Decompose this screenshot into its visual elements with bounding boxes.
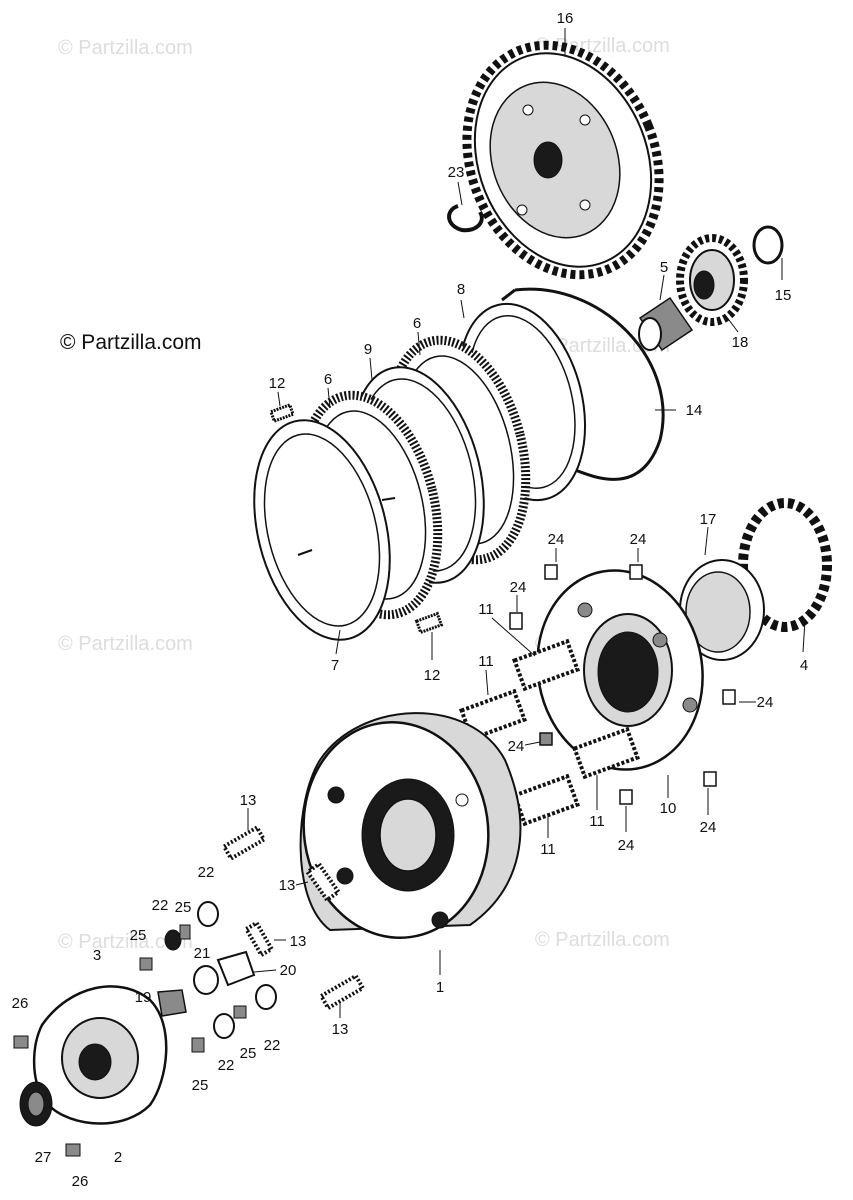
callout-24-b: 24 xyxy=(630,531,647,548)
plate-20 xyxy=(216,950,256,987)
callout-14: 14 xyxy=(686,402,703,419)
callout-6-rear: 6 xyxy=(413,315,421,332)
callout-25-d: 25 xyxy=(192,1077,209,1094)
callout-24-d: 24 xyxy=(757,694,774,711)
callout-24-a: 24 xyxy=(548,531,565,548)
callout-22-c: 22 xyxy=(264,1037,281,1054)
callout-21: 21 xyxy=(194,945,211,962)
clutch-center xyxy=(536,569,704,771)
screw-26-b xyxy=(65,1143,81,1157)
cover-plate xyxy=(32,985,168,1125)
callout-9: 9 xyxy=(364,341,372,358)
roller-6 xyxy=(619,789,633,805)
callout-13-d: 13 xyxy=(332,1021,349,1038)
callout-18: 18 xyxy=(732,334,749,351)
screw-26-a xyxy=(13,1035,29,1049)
washer-22-b xyxy=(164,929,182,951)
callout-22-d: 22 xyxy=(218,1057,235,1074)
callout-27: 27 xyxy=(35,1149,52,1166)
spring-11-a xyxy=(511,638,581,692)
callout-26-a: 26 xyxy=(12,995,29,1012)
spring-13-b xyxy=(304,861,342,903)
callout-7: 7 xyxy=(331,657,339,674)
cam-19 xyxy=(157,989,187,1017)
one-way-clutch-drum xyxy=(679,559,765,661)
drive-plate xyxy=(253,419,396,641)
callout-11-a: 11 xyxy=(478,601,494,618)
callout-12-lower: 12 xyxy=(424,667,441,684)
callout-4: 4 xyxy=(800,657,808,674)
snap-ring-end xyxy=(501,288,516,302)
callout-23: 23 xyxy=(448,164,465,181)
clutch-outer xyxy=(299,712,522,939)
screw-25-c xyxy=(233,1005,247,1019)
screw-25-d xyxy=(191,1037,205,1053)
spring-12-lower xyxy=(414,611,444,635)
callout-5: 5 xyxy=(660,259,668,276)
spring-11-d xyxy=(511,773,581,827)
callout-22-a: 22 xyxy=(198,864,215,881)
callout-10: 10 xyxy=(660,800,677,817)
callout-13-b: 13 xyxy=(279,877,296,894)
callout-2: 2 xyxy=(114,1149,122,1166)
callout-1: 1 xyxy=(436,979,444,996)
callouts: 16 23 15 5 18 8 6 9 6 12 14 7 12 24 24 2… xyxy=(12,10,809,1190)
circlip xyxy=(447,204,484,233)
callout-11-d: 11 xyxy=(540,841,556,858)
callout-25-c: 25 xyxy=(240,1045,257,1062)
callout-13-c: 13 xyxy=(290,933,307,950)
watermark-6: © Partzilla.com xyxy=(58,931,193,953)
screw-25-b xyxy=(139,957,153,971)
callout-25-b: 25 xyxy=(130,927,147,944)
callout-25-a: 25 xyxy=(175,899,192,916)
callout-6-front: 6 xyxy=(324,371,332,388)
callout-24-f: 24 xyxy=(618,837,635,854)
callout-8: 8 xyxy=(457,281,465,298)
copyright-notice: © Partzilla.com xyxy=(60,331,202,354)
spring-13-a xyxy=(221,824,267,862)
watermark-1: © Partzilla.com xyxy=(58,37,193,59)
callout-15: 15 xyxy=(775,287,792,304)
callout-22-b: 22 xyxy=(152,897,169,914)
spring-11-c xyxy=(571,726,641,780)
washer-22-a xyxy=(197,901,219,927)
spring-12-upper xyxy=(268,402,296,424)
callout-17: 17 xyxy=(700,511,717,528)
roller-7 xyxy=(703,771,717,787)
callout-24-c: 24 xyxy=(510,579,527,596)
callout-16: 16 xyxy=(557,10,574,27)
callout-12-upper: 12 xyxy=(269,375,286,392)
roller-3 xyxy=(509,612,523,630)
washer-22-c xyxy=(255,984,277,1010)
callout-24-g: 24 xyxy=(700,819,717,836)
callout-20: 20 xyxy=(280,962,297,979)
callout-26-b: 26 xyxy=(72,1173,89,1190)
callout-24-e: 24 xyxy=(508,738,525,755)
roller-5 xyxy=(539,732,553,746)
washer-22-d xyxy=(213,1013,235,1039)
watermark-7: © Partzilla.com xyxy=(535,929,670,951)
needle-bearing xyxy=(638,296,694,352)
bearing-27-inner xyxy=(27,1091,45,1117)
watermark-4: © Partzilla.com xyxy=(58,633,193,655)
roller-4 xyxy=(722,689,736,705)
snap-ring xyxy=(514,287,665,481)
ratchet-ring xyxy=(738,498,832,632)
callout-11-b: 11 xyxy=(478,653,494,670)
washer-21 xyxy=(193,965,219,995)
callout-19: 19 xyxy=(135,989,152,1006)
primary-driven-gear xyxy=(462,40,664,280)
callout-13-a: 13 xyxy=(240,792,257,809)
spring-13-c xyxy=(243,920,275,958)
thrust-washer xyxy=(752,225,784,265)
spring-13-d xyxy=(318,973,366,1011)
callout-11-c: 11 xyxy=(589,813,605,830)
screw-25-a xyxy=(179,924,191,940)
roller-1 xyxy=(544,564,558,580)
roller-2 xyxy=(629,564,643,580)
leader-lines xyxy=(247,28,806,1018)
drive-gear xyxy=(676,234,748,326)
callout-3: 3 xyxy=(93,947,101,964)
